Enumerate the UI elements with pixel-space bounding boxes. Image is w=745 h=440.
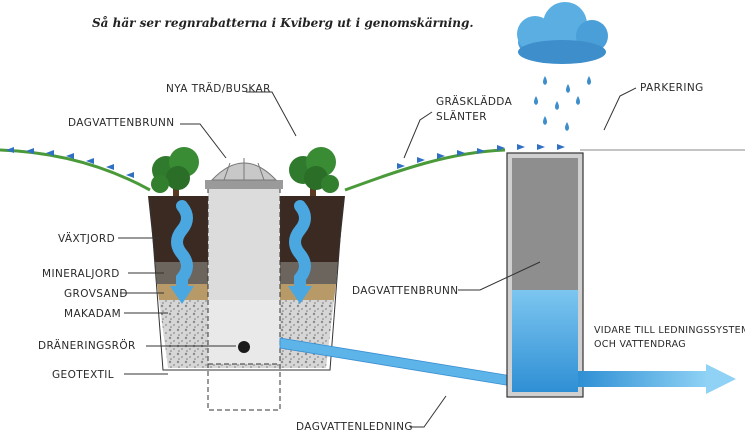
water-flow-arrow-icon <box>170 200 194 304</box>
label-grass-line1: GRÄSKLÄDDA <box>436 95 513 108</box>
drainage-pipe <box>238 341 250 353</box>
label-outflow-line1: VIDARE TILL LEDNINGSSYSTEM <box>594 325 745 336</box>
leader-grass <box>403 111 433 159</box>
grass-slope-right <box>344 148 506 192</box>
runoff-arrows <box>6 144 565 178</box>
label-drain: DRÄNERINGSRÖR <box>38 339 136 352</box>
leader-well <box>458 261 541 291</box>
outflow-arrow-icon <box>578 364 736 394</box>
geotextile-outline <box>149 199 344 371</box>
label-trees: NYA TRÄD/BUSKAR <box>166 82 271 95</box>
cloud-icon <box>517 2 608 64</box>
dome-grate-icon <box>205 158 283 189</box>
diagram-title: Så här ser regnrabatterna i Kviberg ut i… <box>92 15 474 30</box>
label-inlet: DAGVATTENBRUNN <box>68 117 175 129</box>
label-geotextile: GEOTEXTIL <box>52 369 114 381</box>
raindrop-icon <box>534 76 591 131</box>
label-grass-line2: SLÄNTER <box>436 110 487 123</box>
label-sand: GROVSAND <box>64 288 128 300</box>
grass-slope-left <box>0 148 151 192</box>
label-mineral: MINERALJORD <box>42 268 120 280</box>
leader-parking <box>603 87 637 131</box>
stormwater-well <box>506 152 584 398</box>
well-water <box>512 290 578 392</box>
leader-pipe <box>410 395 447 428</box>
tree-icon <box>289 147 339 196</box>
water-flow-arrow-icon <box>288 200 312 304</box>
leader-trees <box>246 91 297 137</box>
inlet-shaft-extension <box>207 363 281 411</box>
leader-inlet <box>180 123 227 159</box>
label-soil: VÄXTJORD <box>58 232 115 245</box>
label-gravel: MAKADAM <box>64 308 121 320</box>
label-parking: PARKERING <box>640 82 704 94</box>
label-outflow-line2: OCH VATTENDRAG <box>594 339 686 350</box>
label-well: DAGVATTENBRUNN <box>352 285 459 297</box>
tree-icon <box>151 147 199 196</box>
label-pipe: DAGVATTENLEDNING <box>296 421 413 433</box>
